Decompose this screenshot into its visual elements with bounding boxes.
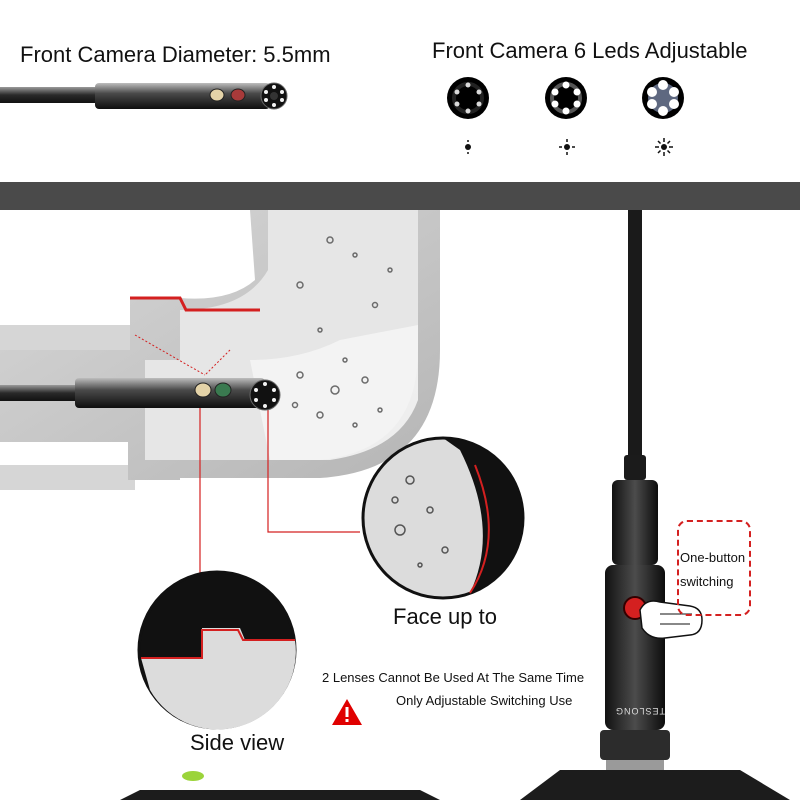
sun-medium-icon (559, 139, 575, 155)
warning-triangle-icon (332, 699, 362, 725)
warning-line1: 2 Lenses Cannot Be Used At The Same Time (322, 670, 585, 685)
switch-label-line2: switching (680, 574, 734, 589)
leds-caption: Front Camera 6 Leds Adjustable (432, 38, 748, 63)
pipe-illustration (0, 210, 790, 800)
dark-band (0, 182, 800, 210)
switch-label-line1: One-button (680, 550, 746, 565)
diameter-caption: Front Camera Diameter: 5.5mm (20, 42, 331, 67)
warning-line2: Only Adjustable Switching Use (396, 693, 573, 708)
led-ring-low-icon (447, 77, 489, 119)
probe-top-image (0, 82, 288, 110)
led-ring-medium-icon (545, 77, 587, 119)
led-ring-high-icon (642, 77, 684, 119)
switch-label: One-button switching (680, 546, 745, 594)
side-view-caption: Side view (190, 730, 285, 755)
device-brand: TESLONG (615, 706, 666, 716)
face-up-caption: Face up to (393, 604, 497, 629)
switch-callout-box (677, 520, 751, 616)
sun-bright-icon (655, 138, 673, 156)
sun-dim-icon (465, 140, 471, 154)
